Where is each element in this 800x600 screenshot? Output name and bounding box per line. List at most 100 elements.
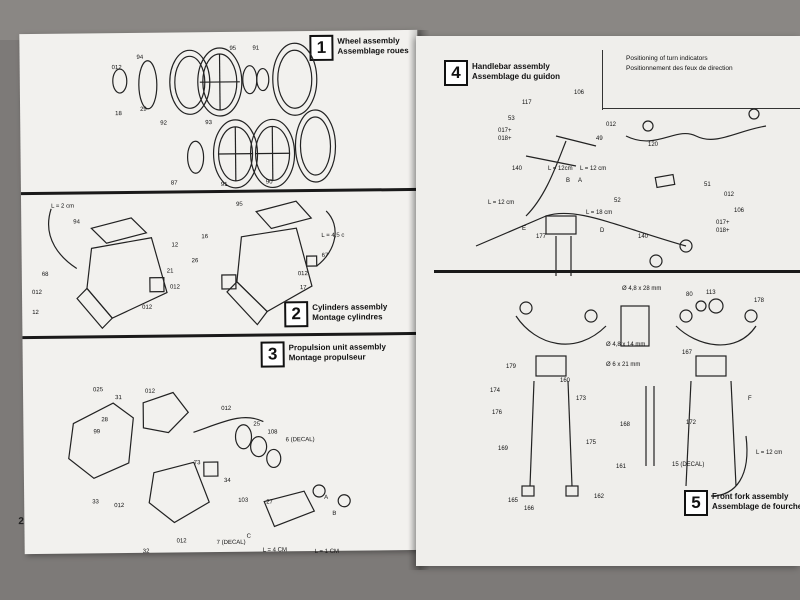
hb-label-l12a: L = 12cm	[548, 166, 573, 172]
cyl-label-17: 17	[299, 285, 307, 292]
front-fork-diagram	[515, 298, 758, 497]
prop-label-32: 32	[142, 548, 150, 555]
ff-label-174: 174	[490, 388, 501, 394]
front-fork-title: Front fork assembly Assemblage de fourch…	[712, 492, 800, 511]
hb-label-e: E	[522, 226, 527, 232]
prop-label-a: A	[324, 494, 329, 501]
wheel-diagram	[112, 42, 337, 189]
cyl-label-95: 95	[236, 201, 243, 208]
prop-label-34: 34	[223, 477, 231, 484]
prop-label-012c: 012	[114, 503, 125, 510]
handlebar-title-fr: Assemblage du guidon	[472, 71, 561, 81]
hb-label-140a: 140	[512, 166, 523, 172]
handlebar-diagram	[475, 108, 767, 276]
ff-label-168: 168	[620, 422, 631, 428]
step-number-5: 5	[684, 490, 708, 516]
ff-label-175: 175	[586, 440, 597, 446]
ff-label-48x28: Ø 4,8 x 28 mm	[622, 286, 662, 292]
left-page: 1 Wheel assembly Assemblage roues 94 012…	[18, 29, 423, 555]
hb-label-d: D	[600, 228, 605, 234]
prop-label-28: 28	[101, 417, 109, 424]
turn-divider-v	[602, 50, 603, 110]
page-number: 2	[18, 516, 25, 528]
hb-label-l18: L = 18 cm	[586, 210, 613, 216]
ff-label-48x14: Ø 4,8 x 14 mm	[606, 342, 646, 348]
cylinders-diagram	[48, 200, 336, 330]
step-number-2: 2	[284, 301, 309, 328]
ff-label-f: F	[748, 396, 752, 402]
hb-label-018b: 018+	[716, 228, 730, 234]
ff-label-6x21: Ø 6 x 21 mm	[606, 362, 641, 368]
prop-label-27: 27	[266, 499, 273, 506]
wheel-label-91: 91	[252, 45, 260, 52]
prop-label-7decal: 7 (DECAL)	[216, 539, 246, 547]
ff-label-176: 176	[492, 410, 503, 416]
ff-label-167: 167	[682, 350, 693, 356]
prop-label-6decal: 6 (DECAL)	[285, 437, 315, 444]
cyl-label-12: 12	[171, 242, 179, 249]
turn-divider-h	[602, 108, 800, 109]
prop-label-l4cm: L = 4 CM	[262, 547, 288, 554]
hb-label-012b: 012	[724, 192, 735, 198]
prop-label-73: 73	[193, 460, 201, 467]
front-fork-title-en: Front fork assembly	[712, 492, 789, 501]
front-fork-title-fr: Assemblage de fourche	[712, 501, 800, 511]
hb-label-l12c: L = 12 cm	[488, 200, 515, 206]
ff-label-169: 169	[498, 446, 509, 452]
prop-label-31: 31	[115, 395, 122, 402]
hb-label-106a: 106	[574, 90, 585, 96]
prop-label-99: 99	[93, 429, 101, 436]
wheel-label-93: 93	[205, 120, 212, 127]
ff-label-166: 166	[524, 506, 535, 512]
wheel-label-94: 94	[136, 54, 144, 61]
hb-label-017a: 017+	[498, 128, 512, 134]
prop-label-b: B	[332, 510, 337, 517]
wheel-label-95: 95	[229, 45, 237, 52]
hb-label-b: B	[566, 178, 571, 184]
prop-label-108: 108	[267, 429, 278, 436]
hb-label-018a: 018+	[498, 136, 512, 142]
wheel-label-92: 92	[160, 120, 167, 127]
ff-label-161: 161	[616, 464, 627, 470]
cyl-label-26: 26	[191, 258, 199, 265]
ff-label-179: 179	[506, 364, 517, 370]
wheel-label-90: 90	[265, 179, 273, 186]
cyl-label-l45: L = 4,5 c	[321, 232, 345, 239]
hb-label-120: 120	[648, 142, 659, 148]
hb-label-177: 177	[536, 234, 547, 240]
propulsion-title-en: Propulsion unit assembly	[288, 342, 386, 353]
hb-label-51: 51	[704, 182, 711, 188]
hb-label-53: 53	[508, 116, 515, 122]
prop-label-025: 025	[92, 387, 104, 394]
cylinders-title: Cylinders assembly Montage cylindres	[312, 302, 387, 322]
ff-label-165: 165	[508, 498, 519, 504]
hb-label-017b: 017+	[716, 220, 730, 226]
wheel-label-012: 012	[111, 65, 122, 72]
prop-label-c: C	[246, 533, 251, 540]
cyl-label-16: 16	[201, 234, 209, 241]
ff-label-113: 113	[706, 290, 716, 296]
hb-label-140b: 140	[638, 234, 649, 240]
cyl-label-21: 21	[166, 268, 174, 275]
prop-label-012a: 012	[145, 388, 156, 395]
prop-label-25: 25	[253, 421, 261, 428]
ff-label-162: 162	[594, 494, 605, 500]
cyl-label-12b: 12	[32, 309, 39, 316]
cyl-label-94: 94	[73, 219, 80, 226]
hb-label-117: 117	[522, 100, 532, 106]
prop-label-012b: 012	[221, 405, 232, 413]
cylinders-title-en: Cylinders assembly	[312, 302, 388, 313]
ff-label-80: 80	[686, 292, 693, 298]
cyl-label-012a: 012	[169, 284, 180, 291]
ff-label-15decal: 15 (DECAL)	[672, 462, 705, 468]
prop-label-33: 33	[92, 499, 99, 506]
cyl-label-68: 68	[41, 271, 49, 278]
wheel-label-87: 87	[170, 180, 178, 187]
cyl-label-012d: 012	[297, 271, 308, 278]
prop-label-012d: 012	[176, 538, 187, 545]
ff-label-178: 178	[754, 298, 765, 304]
cyl-label-012b: 012	[31, 289, 43, 296]
cyl-label-012c: 012	[142, 304, 153, 311]
ff-label-173: 173	[576, 396, 587, 402]
propulsion-diagram	[68, 391, 351, 528]
